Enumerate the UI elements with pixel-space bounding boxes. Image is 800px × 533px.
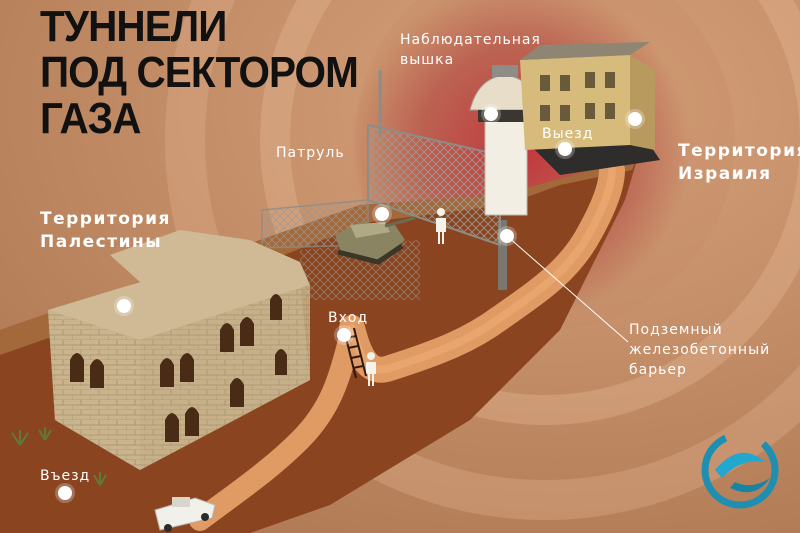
soldier-icon [436, 208, 446, 244]
tunnel [189, 157, 625, 531]
label-palestine: Территория Палестины [40, 209, 171, 252]
marker-entrance [337, 328, 351, 342]
palestine-building [48, 230, 310, 470]
marker-exit [558, 142, 572, 156]
tank-icon [335, 216, 416, 265]
title-line: ПОД СЕКТОРОМ [40, 48, 359, 97]
marker-israel [628, 112, 642, 126]
label-entry-road: Въезд [40, 468, 91, 484]
leader-line [506, 235, 629, 343]
soldier-icon [366, 352, 376, 386]
marker-palestine [117, 299, 131, 313]
label-israel: Территория Израиля [678, 141, 800, 184]
label-patrol: Патруль [276, 145, 345, 161]
label-exit: Выезд [542, 126, 594, 142]
truck-icon [154, 497, 216, 532]
title-line: ТУННЕЛИ [40, 2, 227, 51]
label-barrier: Подземный железобетонный барьер [629, 322, 771, 378]
page-title: ТУННЕЛИ ПОД СЕКТОРОМ ГАЗА [40, 4, 386, 142]
plants [11, 427, 107, 486]
label-entrance: Вход [328, 310, 369, 326]
logo-icon [701, 431, 779, 509]
marker-entry-road [58, 486, 72, 500]
underground-barrier [498, 220, 507, 290]
label-watchtower: Наблюдательная вышка [400, 32, 541, 68]
title-line: ГАЗА [40, 94, 141, 143]
israel-building [520, 42, 660, 175]
marker-patrol [375, 207, 389, 221]
marker-watchtower [484, 107, 498, 121]
